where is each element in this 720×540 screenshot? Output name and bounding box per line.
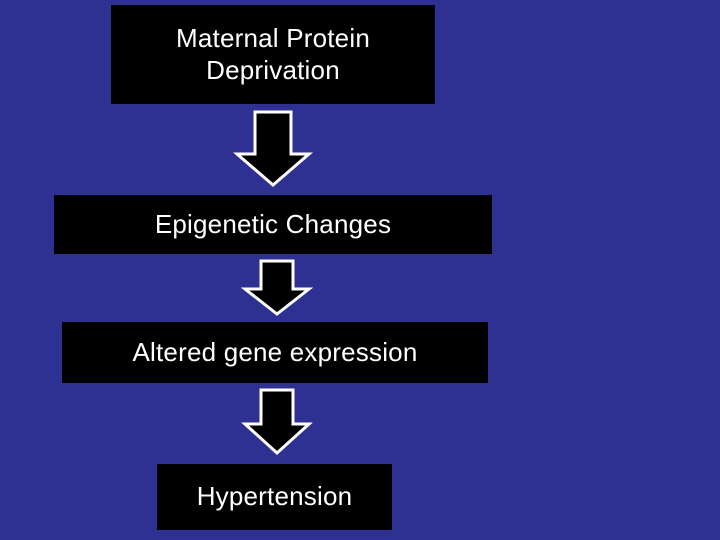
flow-node-altered-gene-expression[interactable]: Altered gene expression [62,322,488,383]
flow-node-label: Hypertension [196,481,353,512]
flow-node-label: Epigenetic Changes [154,208,392,239]
down-arrow-icon-3 [241,388,313,456]
flow-node-maternal-protein-deprivation[interactable]: Maternal Protein Deprivation [111,5,435,104]
down-arrow-icon-2 [241,259,313,317]
flow-node-hypertension[interactable]: Hypertension [157,464,392,530]
down-arrow-icon-1 [233,110,313,188]
flow-node-epigenetic-changes[interactable]: Epigenetic Changes [54,195,492,254]
flow-node-label: Maternal Protein Deprivation [176,22,370,85]
flow-node-label: Altered gene expression [132,336,418,367]
